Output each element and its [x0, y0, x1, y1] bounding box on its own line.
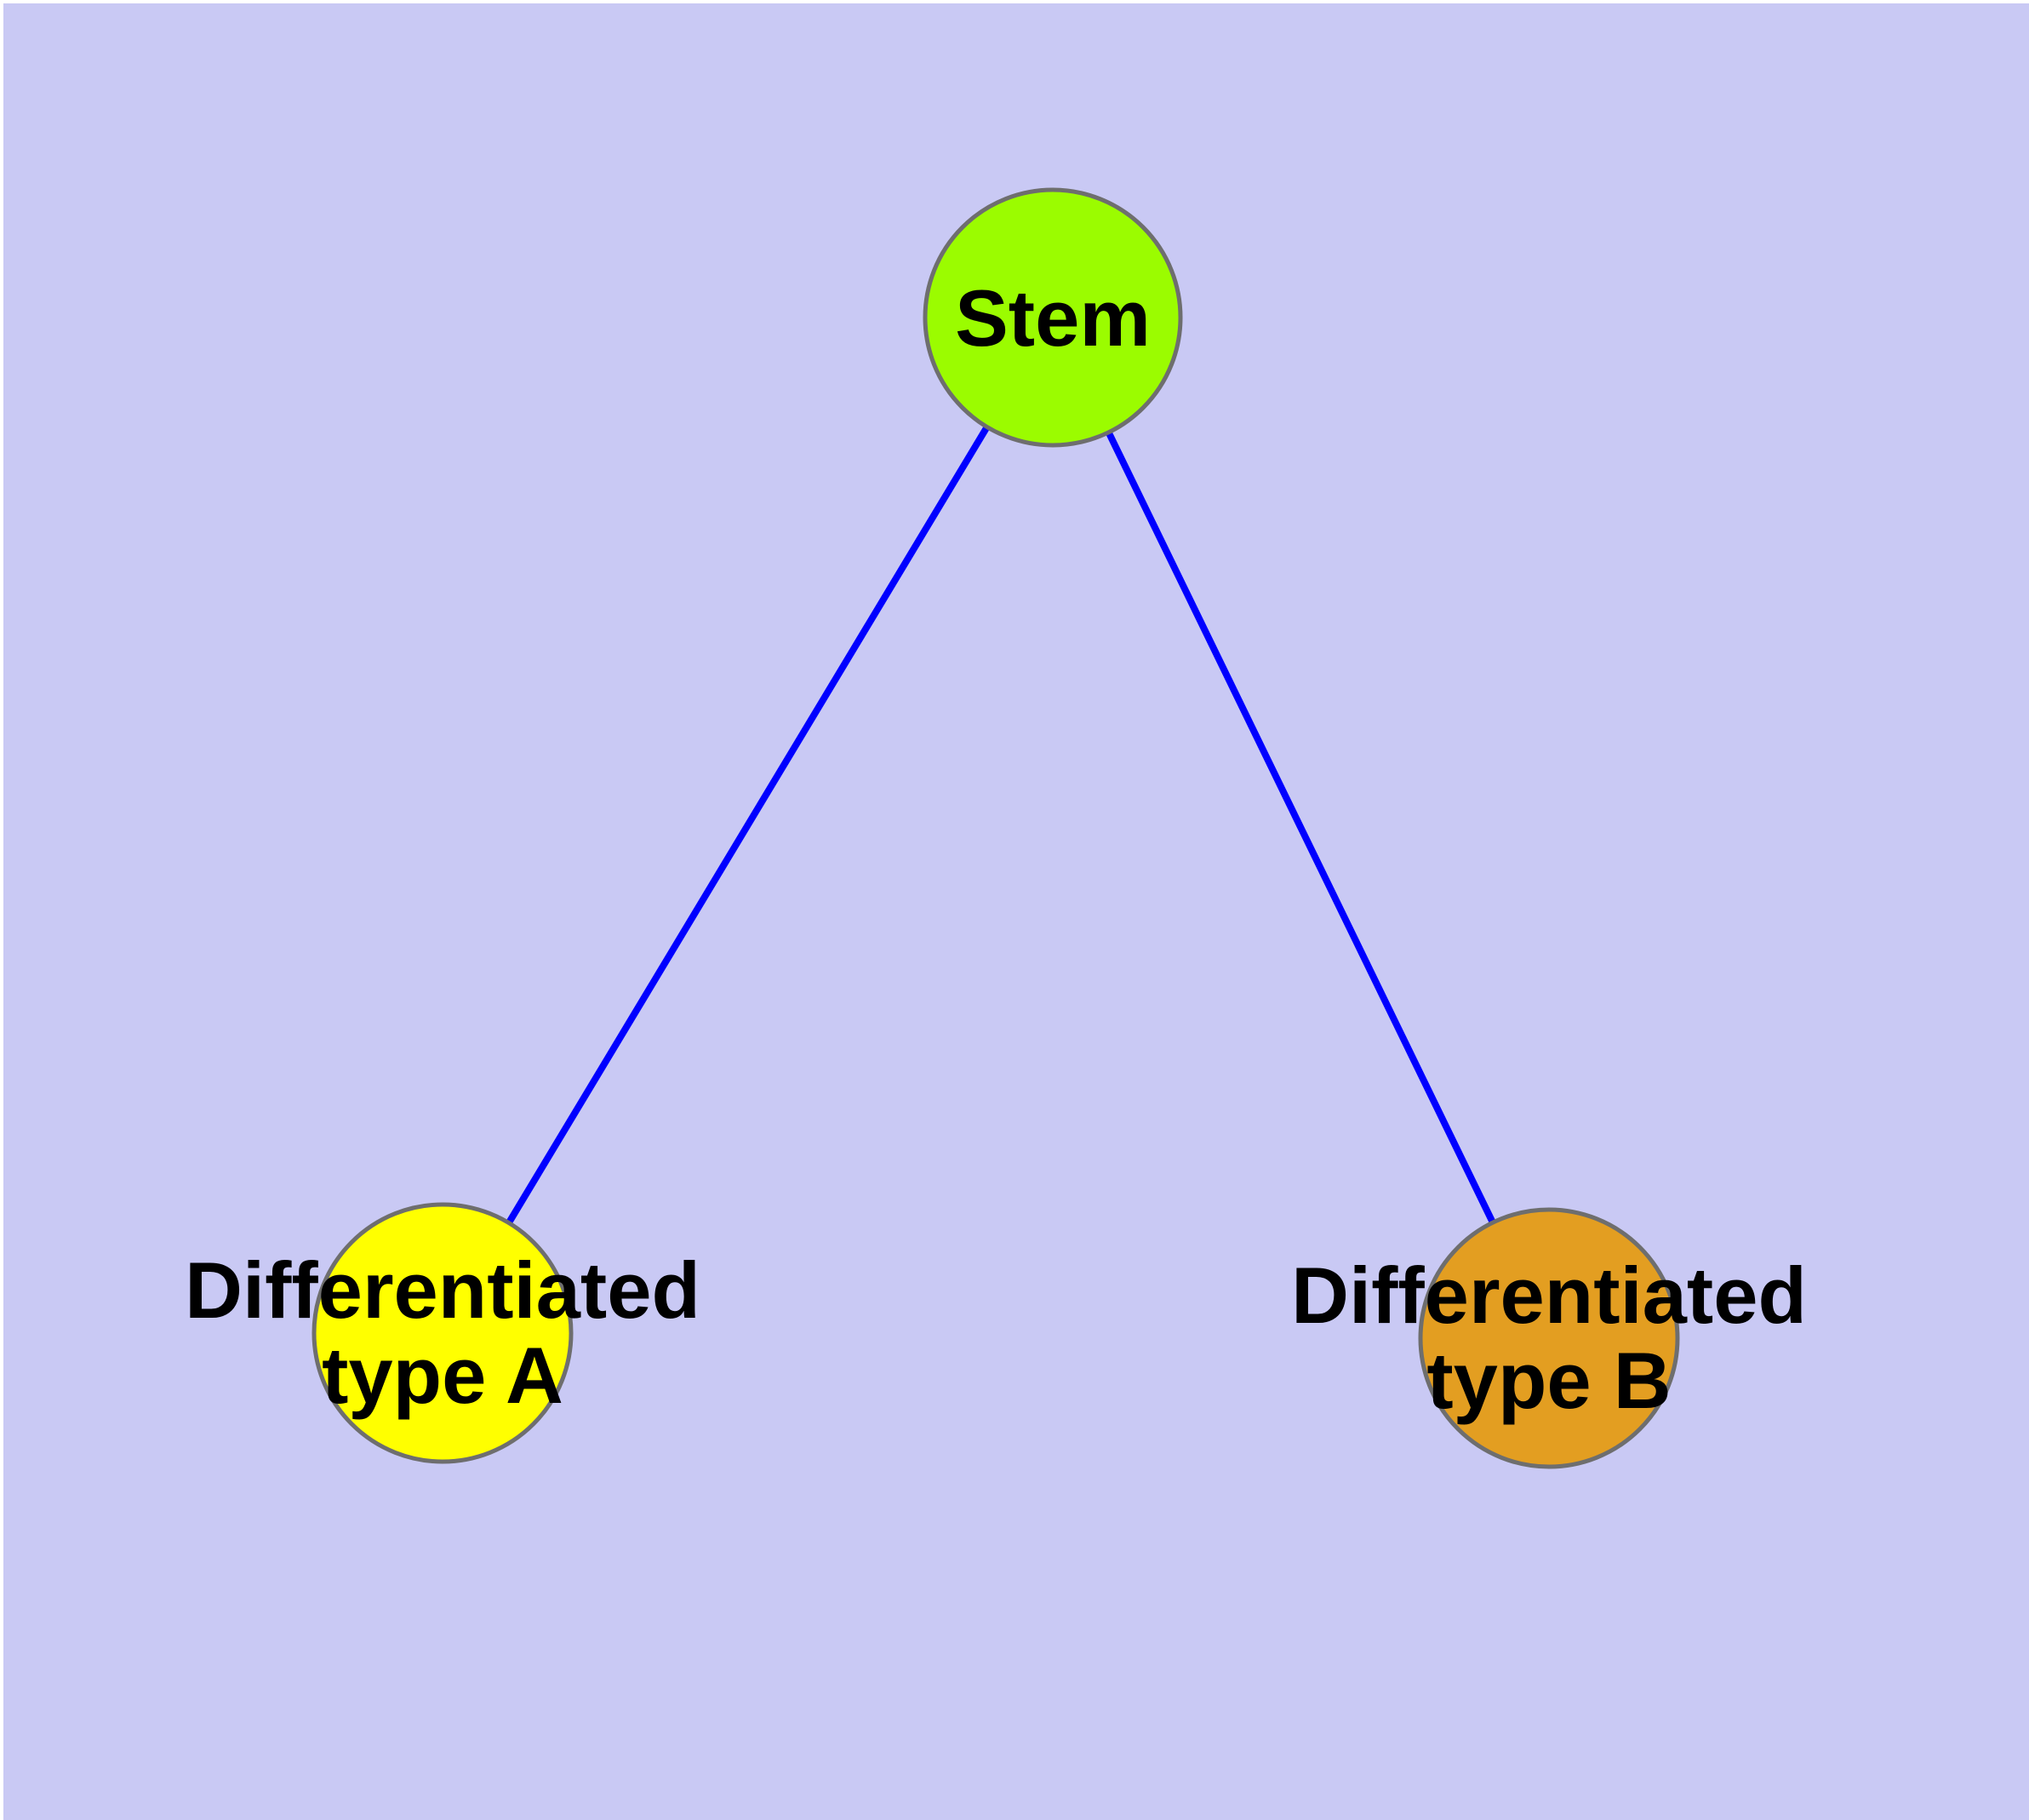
node-type-b-label-line2: type B — [1426, 1336, 1671, 1425]
node-differentiated-type-a[interactable] — [311, 1202, 574, 1464]
node-stem-label: Stem — [955, 273, 1151, 363]
node-stem[interactable] — [923, 187, 1183, 448]
node-type-b-label-line1: Differentiated — [1291, 1251, 1807, 1340]
node-differentiated-type-b[interactable] — [1418, 1207, 1680, 1469]
edge-stem-to-type-a[interactable] — [439, 315, 1056, 1336]
edge-stem-to-type-b[interactable] — [1049, 316, 1552, 1340]
node-type-a-label-line1: Differentiated — [185, 1245, 700, 1335]
node-type-a-label-line2: type A — [322, 1331, 563, 1420]
